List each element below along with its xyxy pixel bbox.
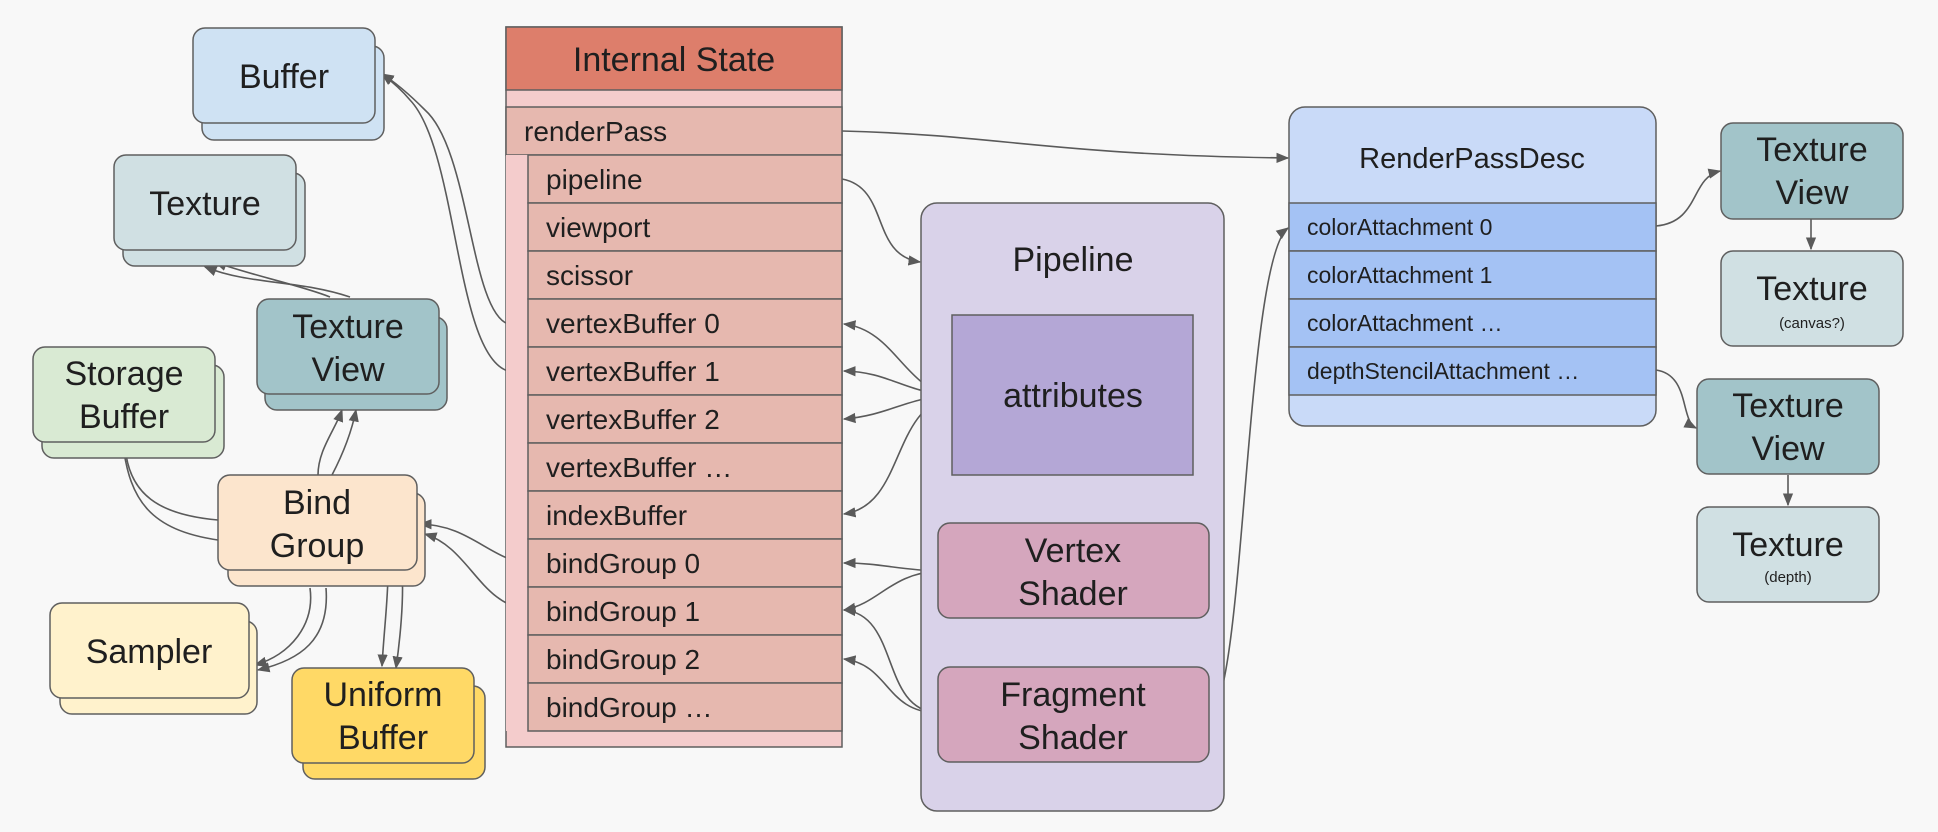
- state-row-label: bindGroup 0: [546, 548, 700, 579]
- desc-row-colorattachment-more: colorAttachment …: [1288, 298, 1657, 348]
- edge-vertexbuffer1-to-buffer: [380, 73, 509, 372]
- desc-row-label: colorAttachment 0: [1307, 214, 1492, 240]
- state-row-vertexbuffer-more: vertexBuffer …: [527, 442, 843, 492]
- desc-row-label: colorAttachment 1: [1307, 262, 1492, 288]
- pipeline-title: Pipeline: [1013, 241, 1134, 279]
- desc-row-colorattachment-0: colorAttachment 0: [1288, 202, 1657, 252]
- storage-buffer-label-line1: Storage: [64, 355, 183, 393]
- edge-colorattachment0-to-textureview: [1655, 168, 1722, 227]
- state-row-vertexbuffer-0: vertexBuffer 0: [527, 298, 843, 348]
- canvas-texture-note: (canvas?): [1779, 315, 1845, 332]
- state-row-pipeline: pipeline: [527, 154, 843, 204]
- attributes-box: [951, 314, 1194, 476]
- internal-state-title: Internal State: [573, 41, 775, 79]
- state-row-scissor: scissor: [527, 250, 843, 300]
- internal-state-renderpass: renderPass: [524, 116, 667, 147]
- depth-texture-view-label-line2: View: [1751, 430, 1825, 468]
- state-row-label: viewport: [546, 212, 650, 243]
- state-row-vertexbuffer-1: vertexBuffer 1: [527, 346, 843, 396]
- state-row-label: bindGroup 2: [546, 644, 700, 675]
- state-row-label: vertexBuffer 2: [546, 404, 720, 435]
- edge-pipeline-to-pipelinebox: [841, 178, 922, 266]
- render-pass-desc-rows: colorAttachment 0 colorAttachment 1 colorA…: [1288, 202, 1657, 396]
- edge-bindgroup-to-textureview-2: [331, 408, 359, 476]
- texture-view-label-line1: Texture: [292, 308, 404, 346]
- bind-group-node: Bind Group: [217, 474, 426, 587]
- bind-group-label-line2: Group: [270, 527, 365, 565]
- state-row-label: vertexBuffer 0: [546, 308, 720, 339]
- vertex-shader-label-line1: Vertex: [1025, 532, 1121, 570]
- pipeline-group: Pipeline attributes Vertex Shader Fragme…: [920, 202, 1225, 812]
- canvas-texture-label: Texture: [1756, 270, 1868, 308]
- vertex-shader-label-line2: Shader: [1018, 575, 1128, 613]
- desc-row-colorattachment-1: colorAttachment 1: [1288, 250, 1657, 300]
- edge-textureview-to-texture-2: [203, 266, 351, 298]
- buffer-node: Buffer: [192, 27, 385, 141]
- state-row-bindgroup-1: bindGroup 1: [527, 586, 843, 636]
- uniform-buffer-label-line2: Buffer: [338, 719, 428, 757]
- state-row-viewport: viewport: [527, 202, 843, 252]
- fragment-shader-label-line1: Fragment: [1000, 676, 1146, 714]
- edge-bindgroup-to-storagebuffer-2: [119, 443, 219, 541]
- state-row-label: vertexBuffer 1: [546, 356, 720, 387]
- state-row-bindgroup-more: bindGroup …: [527, 682, 843, 732]
- bind-group-label-line1: Bind: [283, 484, 351, 522]
- desc-row-depthstencilattachment-more: depthStencilAttachment …: [1288, 346, 1657, 396]
- edge-vertexbuffer0-to-buffer: [380, 73, 509, 325]
- desc-row-label: depthStencilAttachment …: [1307, 358, 1579, 384]
- color-texture-view-label-line2: View: [1775, 174, 1849, 212]
- fragment-shader-label-line2: Shader: [1018, 719, 1128, 757]
- edge-bindgroup-to-sampler-1: [253, 587, 312, 667]
- storage-buffer-label-line2: Buffer: [79, 398, 169, 436]
- attributes-label: attributes: [1003, 377, 1143, 415]
- fragment-shader-box: [937, 666, 1210, 763]
- state-row-vertexbuffer-2: vertexBuffer 2: [527, 394, 843, 444]
- state-row-label: pipeline: [546, 164, 643, 195]
- uniform-buffer-node: Uniform Buffer: [291, 667, 486, 780]
- buffer-label: Buffer: [239, 58, 329, 96]
- state-row-label: vertexBuffer …: [546, 452, 732, 483]
- uniform-buffer-label-line1: Uniform: [323, 676, 442, 714]
- depth-texture-view-node: Texture View: [1696, 378, 1880, 475]
- state-row-bindgroup-0: bindGroup 0: [527, 538, 843, 588]
- texture-view-label-line2: View: [311, 351, 385, 389]
- edge-bindgroup-to-storagebuffer-1: [120, 443, 219, 521]
- render-pass-desc-title: RenderPassDesc: [1359, 143, 1585, 175]
- sampler-node: Sampler: [49, 602, 258, 715]
- sampler-label: Sampler: [86, 633, 213, 671]
- vertex-shader-box: [937, 522, 1210, 619]
- texture-node: Texture: [113, 154, 306, 267]
- state-row-indexbuffer: indexBuffer: [527, 490, 843, 540]
- state-row-label: bindGroup …: [546, 692, 713, 723]
- edge-renderpass-to-renderpassdesc: [841, 130, 1290, 163]
- state-row-label: indexBuffer: [546, 500, 687, 531]
- depth-texture-label: Texture: [1732, 526, 1844, 564]
- state-row-bindgroup-2: bindGroup 2: [527, 634, 843, 684]
- internal-state-rows: pipeline viewport scissor vertexBuffer 0 ver…: [506, 154, 843, 732]
- storage-buffer-node: Storage Buffer: [32, 346, 225, 459]
- edge-bindgroup-to-sampler-2: [256, 587, 328, 673]
- color-texture-view-node: Texture View: [1720, 122, 1904, 220]
- texture-view-node: Texture View: [256, 298, 448, 411]
- depth-texture-node: Texture (depth): [1696, 506, 1880, 603]
- desc-row-label: colorAttachment …: [1307, 310, 1503, 336]
- edge-textureview-to-texture-1: [213, 261, 331, 298]
- depth-texture-note: (depth): [1764, 569, 1812, 586]
- state-row-label: bindGroup 1: [546, 596, 700, 627]
- texture-label: Texture: [149, 185, 261, 223]
- edge-fragmentshader-to-bindgroup1: [842, 605, 939, 714]
- state-row-label: scissor: [546, 260, 633, 291]
- render-pass-desc: RenderPassDesc colorAttachment 0colorAtt…: [1288, 106, 1657, 427]
- edge-bindgroup-to-textureview-1: [317, 408, 344, 476]
- color-texture-view-label-line1: Texture: [1756, 131, 1868, 169]
- internal-state-table: Internal State renderPass pipeline viewpo…: [505, 26, 843, 748]
- depth-texture-view-label-line1: Texture: [1732, 387, 1844, 425]
- edge-depthstencil-to-textureview: [1655, 369, 1698, 429]
- canvas-texture-node: Texture (canvas?): [1720, 250, 1904, 347]
